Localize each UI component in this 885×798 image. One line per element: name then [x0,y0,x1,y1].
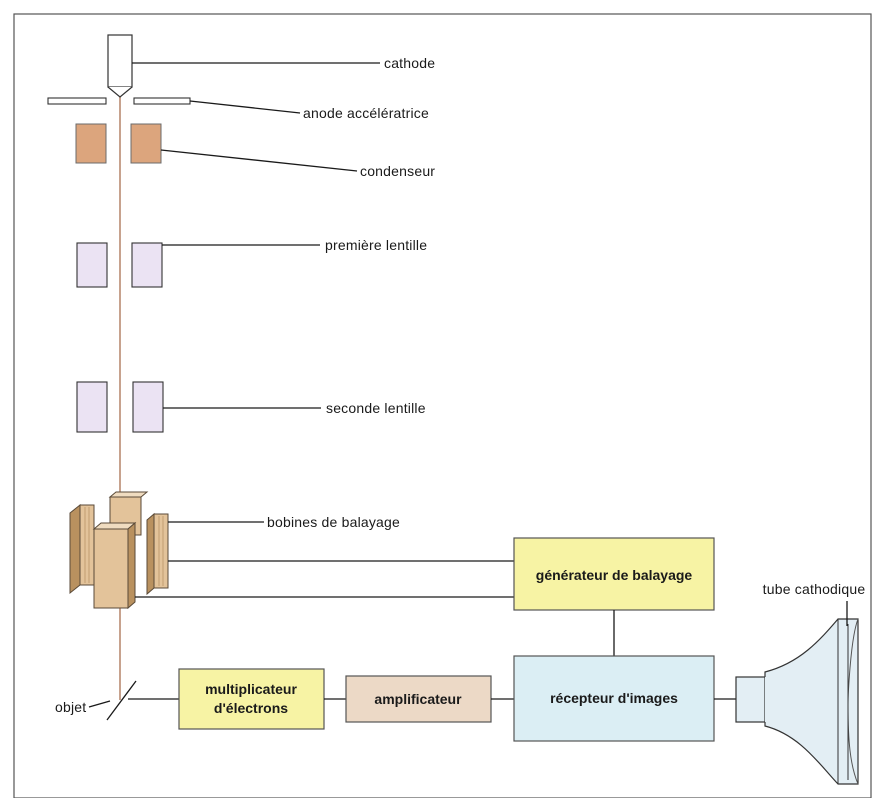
anode-plates [47,97,191,105]
generator-label: générateur de balayage [536,567,693,583]
object-specimen [106,680,137,721]
amplifier-box [345,675,492,723]
object-label: objet [55,699,86,715]
diagram-frame [13,13,872,798]
receiver-label: récepteur d'images [550,690,678,706]
tube-label: tube cathodique [763,581,866,597]
second-lens-label: seconde lentille [326,400,426,416]
multiplier-label-line1: multiplicateur [205,681,297,697]
object-leader [88,700,111,708]
amplifier-label: amplificateur [374,691,462,707]
cathode-ray-tube [735,618,859,785]
condenser-leader [160,149,358,172]
anode-leader [189,100,301,114]
scanning-coils [69,491,169,610]
condenser-label: condenseur [360,163,435,179]
condenser-coils [75,123,162,164]
second-lens [76,381,164,433]
multiplier-box [178,668,325,730]
multiplier-label-line2: d'électrons [214,700,288,716]
anode-label: anode accélératrice [303,105,429,121]
generator-box [513,537,715,611]
first-lens-label: première lentille [325,237,427,253]
cathode-label: cathode [384,55,435,71]
coils-label: bobines de balayage [267,514,400,530]
receiver-box [513,655,715,742]
cathode-element [107,34,133,98]
first-lens [76,242,163,288]
